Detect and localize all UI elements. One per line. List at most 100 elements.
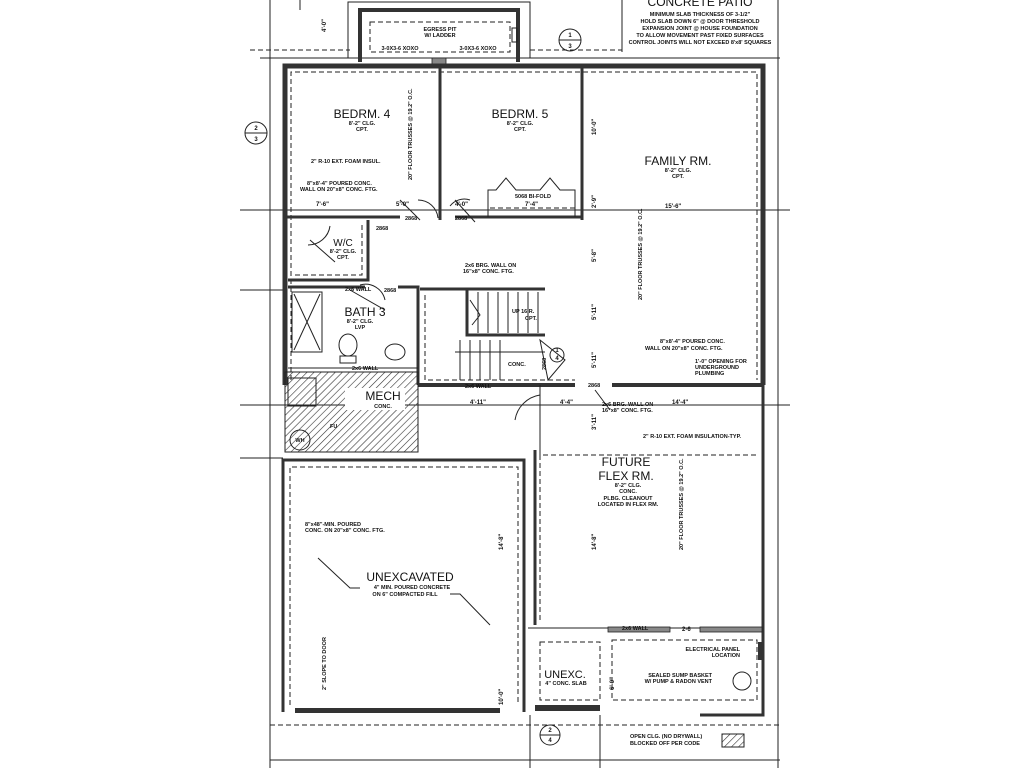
plan-label: 15'-6": [665, 204, 681, 210]
plan-label: 2" SLOPE TO DOOR: [322, 637, 328, 690]
plan-label: UP 16 R.: [512, 309, 535, 315]
patio-note-1: MINIMUM SLAB THICKNESS OF 3-1/2": [650, 12, 751, 18]
patio-title: CONCRETE PATIO: [648, 0, 753, 9]
plan-label: ON 6" COMPACTED FILL: [372, 592, 438, 598]
plan-label: 4" CONC. SLAB: [545, 681, 586, 687]
plan-label: LVP: [355, 325, 366, 331]
plan-label: 6'-0": [610, 677, 616, 690]
room-mech: MECH CONC. FU WH: [295, 389, 400, 444]
plan-label: 2" R-10 EXT. FOAM INSUL.: [311, 159, 381, 165]
plan-label: 4'-11": [470, 400, 486, 406]
room-wic: W/C 8'-2" CLG. CPT.: [330, 238, 357, 261]
plan-label: CONC.: [508, 362, 526, 368]
room-unexcavated: UNEXCAVATED 4" MIN. POURED CONCRETE ON 6…: [317, 557, 491, 690]
plan-label: CONC.: [619, 489, 637, 495]
plan-label: BLOCKED OFF PER CODE: [630, 741, 700, 747]
plan-label: 14'-8": [499, 534, 505, 550]
room-name: UNEXC.: [544, 669, 586, 681]
plan-label: 2" R-10 EXT. FOAM INSULATION-TYP.: [643, 434, 742, 440]
plan-label: 4'-0": [455, 202, 468, 208]
plan-label: 4" MIN. POURED CONCRETE: [374, 585, 451, 591]
mech-room: [284, 371, 419, 453]
dimensions: 4'-0" 10'-0" 7'-6" 5'-0" 4'-0" 7'-4" 2'-…: [316, 19, 691, 705]
room-name: FAMILY RM.: [645, 154, 712, 168]
plan-label: 2868: [588, 383, 600, 389]
plan-label: 8"x48"-MIN. POURED: [305, 522, 361, 528]
plan-label: 4'-4": [560, 400, 573, 406]
plan-label: 2'-9": [592, 195, 598, 208]
plan-label: 8'-2" CLG.: [507, 121, 534, 127]
room-bedrm-5: BEDRM. 5 8'-2" CLG. CPT.: [492, 107, 549, 133]
plan-label: SEALED SUMP BASKET: [648, 673, 712, 679]
plan-label: 20" FLOOR TRUSSES @ 19.2" O.C.: [679, 458, 685, 550]
hatch-swatch: [721, 733, 745, 748]
plan-label: 10'-0": [499, 689, 505, 705]
section-marker: 2 4: [539, 724, 561, 746]
plan-notes: 20" FLOOR TRUSSES @ 19.2" O.C. 20" FLOOR…: [300, 88, 747, 685]
plan-label: ELECTRICAL PANEL: [686, 647, 741, 653]
plan-label: 2868: [542, 358, 548, 370]
plan-label: 8'-2" CLG.: [347, 319, 374, 325]
plan-label: CPT.: [356, 127, 368, 133]
plan-label: CPT.: [672, 174, 684, 180]
plan-label: 16"x8" CONC. FTG.: [602, 408, 653, 414]
plan-label: WALL ON 20"x8" CONC. FTG.: [300, 187, 378, 193]
section-marker: 1 4: [549, 347, 565, 363]
room-name: BATH 3: [344, 305, 385, 319]
patio-note-3: EXPANSION JOINT @ HOUSE FOUNDATION: [642, 26, 758, 32]
plan-label: 14'-8": [592, 534, 598, 550]
plan-label: 5'-11": [592, 304, 598, 320]
plan-label: LOCATION: [712, 653, 740, 659]
sump-basket-icon: [732, 671, 752, 691]
plan-label: PLUMBING: [695, 371, 724, 377]
room-family: FAMILY RM. 8'-2" CLG. CPT.: [645, 154, 712, 180]
legend: OPEN CLG. (NO DRYWALL) BLOCKED OFF PER C…: [630, 733, 745, 748]
plan-label: 4: [548, 738, 552, 744]
plan-label: 5068 BI-FOLD: [515, 194, 551, 200]
plan-label: CPT.: [337, 255, 349, 261]
plan-label: 8'-2" CLG.: [665, 168, 692, 174]
plan-label: 2868: [455, 216, 467, 222]
furnace-label: FU: [330, 424, 337, 430]
plan-label: 2x6 WALL: [622, 626, 649, 632]
plan-label: 20" FLOOR TRUSSES @ 19.2" O.C.: [408, 88, 414, 180]
water-heater-label: WH: [295, 438, 304, 444]
plan-label: 2868: [376, 226, 388, 232]
plan-label: 3: [254, 137, 258, 143]
sink-icon: [384, 343, 406, 361]
room-name: BEDRM. 5: [492, 107, 549, 121]
room-bath-3: BATH 3 8'-2" CLG. LVP: [344, 305, 385, 331]
plan-label: 3: [568, 44, 572, 50]
plan-label: 1: [555, 348, 559, 354]
patio-note: CONCRETE PATIO MINIMUM SLAB THICKNESS OF…: [621, 0, 772, 52]
plan-label: 2868: [405, 216, 417, 222]
plan-label: 20" FLOOR TRUSSES @ 19.2" O.C.: [638, 208, 644, 300]
plan-label: OPEN CLG. (NO DRYWALL): [630, 734, 702, 740]
plan-label: 2x6 WALL: [465, 384, 492, 390]
plan-label: WALL ON 20"x8" CONC. FTG.: [645, 346, 723, 352]
plan-label: CPT.: [525, 316, 537, 322]
grid-lines: [240, 0, 790, 768]
egress-label-2: W/ LADDER: [424, 33, 455, 39]
plan-label: 7'-4": [525, 202, 538, 208]
plan-label: CPT.: [514, 127, 526, 133]
toilet-icon: [338, 333, 358, 357]
room-unexc: UNEXC. 4" CONC. SLAB: [544, 669, 587, 687]
plan-label: 7'-6": [316, 202, 329, 208]
egress-pit: EGRESS PIT W/ LADDER 3-0X3-6 XOXO 3-0X3-…: [347, 1, 531, 67]
plan-label: UNDERGROUND: [695, 365, 739, 371]
patio-note-2: HOLD SLAB DOWN 6" @ DOOR THRESHOLD: [641, 19, 760, 25]
plan-label: 1'-0" OPENING FOR: [695, 359, 747, 365]
room-flex: FUTURE FLEX RM. 8'-2" CLG. CONC. PLBG. C…: [598, 455, 659, 508]
plan-label: 3'-11": [592, 414, 598, 430]
interior-walls: [285, 66, 763, 455]
plan-label: 8'-2" CLG.: [615, 483, 642, 489]
room-bedrm-4: BEDRM. 4 8'-2" CLG. CPT.: [334, 107, 391, 133]
plan-label: CONC. ON 20"x8" CONC. FTG.: [305, 528, 385, 534]
plan-label: LOCATED IN FLEX RM.: [598, 502, 659, 508]
plan-label: 2x6 BRG. WALL ON: [465, 263, 516, 269]
plan-label: 1: [568, 33, 572, 39]
plan-label: CONC.: [374, 404, 392, 410]
section-marker: 2 3: [244, 121, 268, 145]
